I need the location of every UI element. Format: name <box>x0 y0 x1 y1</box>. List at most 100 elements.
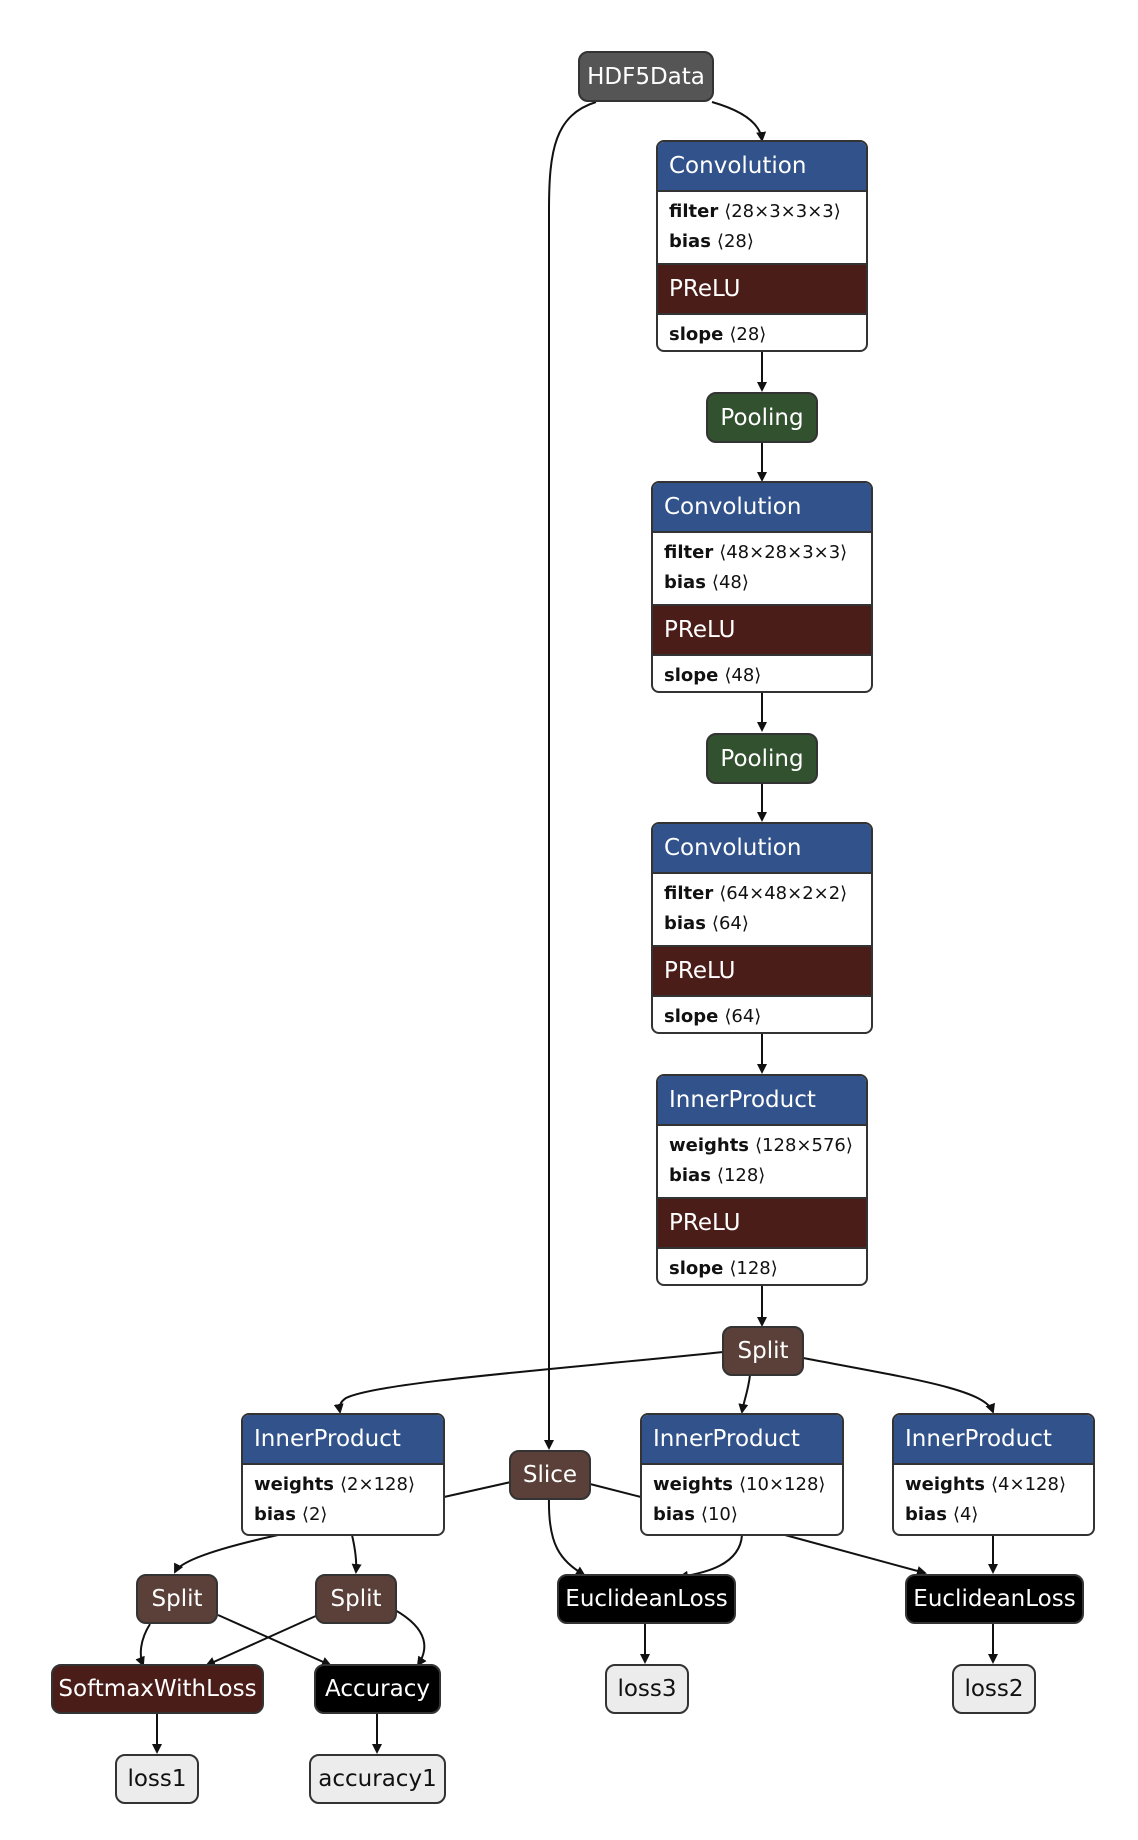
ip-cls-node[interactable]: InnerProduct weights⟨2×128⟩ bias⟨2⟩ <box>241 1413 445 1536</box>
pool1-node[interactable]: Pooling <box>706 392 818 443</box>
ip-cls-params: weights⟨2×128⟩ bias⟨2⟩ <box>243 1463 443 1534</box>
ip1-bias-shape: ⟨128⟩ <box>716 1165 766 1186</box>
split-main-label: Split <box>737 1338 789 1364</box>
conv3-slope-name: slope <box>664 1006 719 1027</box>
edge-ipcls-splitb <box>351 1534 362 1574</box>
loss2-label: loss2 <box>964 1676 1024 1702</box>
ip-box-title: InnerProduct <box>894 1415 1093 1463</box>
ip1-title: InnerProduct <box>658 1076 866 1124</box>
conv3-filter-shape: ⟨64×48×2×2⟩ <box>719 883 848 904</box>
conv3-prelu-params: slope⟨64⟩ <box>653 995 871 1032</box>
conv2-bias-shape: ⟨48⟩ <box>711 572 749 593</box>
conv2-prelu-params: slope⟨48⟩ <box>653 654 871 691</box>
conv3-slope-shape: ⟨64⟩ <box>724 1006 762 1027</box>
ip1-bias-name: bias <box>669 1165 711 1186</box>
loss2-blob[interactable]: loss2 <box>952 1664 1036 1714</box>
accuracy1-label: accuracy1 <box>318 1766 437 1792</box>
ip1-slope-shape: ⟨128⟩ <box>729 1258 778 1279</box>
slice-label: Slice <box>522 1462 578 1488</box>
conv2-bias-name: bias <box>664 572 706 593</box>
conv3-params: filter⟨64×48×2×2⟩ bias⟨64⟩ <box>653 872 871 947</box>
edge-ipcls-splita <box>174 1534 279 1574</box>
conv1-filter-name: filter <box>669 201 719 222</box>
loss3-label: loss3 <box>617 1676 677 1702</box>
conv1-prelu-title: PReLU <box>658 265 866 313</box>
edge-hdf5-slice <box>544 101 597 1450</box>
ip1-prelu-title: PReLU <box>658 1199 866 1247</box>
conv1-bias-name: bias <box>669 231 711 252</box>
conv3-prelu-title: PReLU <box>653 947 871 995</box>
conv3-node[interactable]: Convolution filter⟨64×48×2×2⟩ bias⟨64⟩ P… <box>651 822 873 1034</box>
conv3-bias-name: bias <box>664 913 706 934</box>
split-a-label: Split <box>151 1586 203 1612</box>
accuracy1-blob[interactable]: accuracy1 <box>309 1754 446 1804</box>
ip1-node[interactable]: InnerProduct weights⟨128×576⟩ bias⟨128⟩ … <box>656 1074 868 1286</box>
ip1-params: weights⟨128×576⟩ bias⟨128⟩ <box>658 1124 866 1199</box>
conv2-slope-name: slope <box>664 665 719 686</box>
ip-cls-bias-shape: ⟨2⟩ <box>301 1504 328 1525</box>
conv2-filter-name: filter <box>664 542 714 563</box>
edge-split-iproi <box>738 1374 751 1414</box>
euclidean-loss-1-label: EuclideanLoss <box>565 1586 728 1612</box>
euclidean-loss-2-node[interactable]: EuclideanLoss <box>905 1574 1084 1624</box>
pool2-node[interactable]: Pooling <box>706 733 818 784</box>
ip-box-node[interactable]: InnerProduct weights⟨4×128⟩ bias⟨4⟩ <box>892 1413 1095 1536</box>
edge-slice-euclid1 <box>547 1497 586 1577</box>
edge-slice-ipcls <box>443 1481 512 1498</box>
ip1-weights-shape: ⟨128×576⟩ <box>755 1135 853 1156</box>
conv3-bias-shape: ⟨64⟩ <box>711 913 749 934</box>
ip-roi-node[interactable]: InnerProduct weights⟨10×128⟩ bias⟨10⟩ <box>640 1413 844 1536</box>
ip-cls-title: InnerProduct <box>243 1415 443 1463</box>
slice-node[interactable]: Slice <box>509 1450 591 1500</box>
edge-iproi-euclid2 <box>784 1534 927 1576</box>
ip-box-bias-shape: ⟨4⟩ <box>952 1504 979 1525</box>
ip-roi-bias-name: bias <box>653 1504 695 1525</box>
split-a-node[interactable]: Split <box>136 1574 218 1624</box>
ip-cls-weights-name: weights <box>254 1474 335 1495</box>
edge-splita-softmax <box>135 1623 151 1667</box>
loss3-blob[interactable]: loss3 <box>605 1664 689 1714</box>
split-b-node[interactable]: Split <box>315 1574 397 1624</box>
conv3-filter-name: filter <box>664 883 714 904</box>
conv2-filter-shape: ⟨48×28×3×3⟩ <box>719 542 848 563</box>
pool2-label: Pooling <box>720 745 804 772</box>
conv3-title: Convolution <box>653 824 871 872</box>
ip-roi-params: weights⟨10×128⟩ bias⟨10⟩ <box>642 1463 842 1534</box>
edge-splitb-accuracy <box>394 1609 427 1667</box>
edge-split-ipcls <box>333 1351 724 1414</box>
ip-cls-weights-shape: ⟨2×128⟩ <box>340 1474 415 1495</box>
ip-roi-weights-shape: ⟨10×128⟩ <box>739 1474 826 1495</box>
ip-cls-bias-name: bias <box>254 1504 296 1525</box>
hdf5-data-label: HDF5Data <box>587 63 705 90</box>
split-main-node[interactable]: Split <box>722 1326 804 1376</box>
edge-hdf5-conv1 <box>711 101 767 142</box>
hdf5-data-node[interactable]: HDF5Data <box>578 51 714 102</box>
conv1-params: filter⟨28×3×3×3⟩ bias⟨28⟩ <box>658 190 866 265</box>
pool1-label: Pooling <box>720 404 804 431</box>
conv1-prelu-params: slope⟨28⟩ <box>658 313 866 350</box>
softmax-loss-node[interactable]: SoftmaxWithLoss <box>51 1664 264 1714</box>
edge-splitb-softmax <box>205 1614 319 1667</box>
ip-box-weights-name: weights <box>905 1474 986 1495</box>
ip1-slope-name: slope <box>669 1258 724 1279</box>
ip-roi-title: InnerProduct <box>642 1415 842 1463</box>
euclidean-loss-1-node[interactable]: EuclideanLoss <box>557 1574 736 1624</box>
loss1-blob[interactable]: loss1 <box>115 1754 199 1804</box>
conv1-slope-shape: ⟨28⟩ <box>729 324 767 345</box>
ip-roi-bias-shape: ⟨10⟩ <box>700 1504 738 1525</box>
split-b-label: Split <box>330 1586 382 1612</box>
softmax-loss-label: SoftmaxWithLoss <box>58 1676 257 1702</box>
ip1-weights-name: weights <box>669 1135 750 1156</box>
conv1-slope-name: slope <box>669 324 724 345</box>
euclidean-loss-2-label: EuclideanLoss <box>913 1586 1076 1612</box>
conv2-slope-shape: ⟨48⟩ <box>724 665 762 686</box>
ip-box-weights-shape: ⟨4×128⟩ <box>991 1474 1066 1495</box>
accuracy-label: Accuracy <box>324 1676 430 1702</box>
accuracy-node[interactable]: Accuracy <box>314 1664 441 1714</box>
conv1-bias-shape: ⟨28⟩ <box>716 231 754 252</box>
conv1-node[interactable]: Convolution filter⟨28×3×3×3⟩ bias⟨28⟩ PR… <box>656 140 868 352</box>
conv1-filter-shape: ⟨28×3×3×3⟩ <box>724 201 841 222</box>
edge-splita-accuracy <box>217 1614 332 1667</box>
conv2-node[interactable]: Convolution filter⟨48×28×3×3⟩ bias⟨48⟩ P… <box>651 481 873 693</box>
